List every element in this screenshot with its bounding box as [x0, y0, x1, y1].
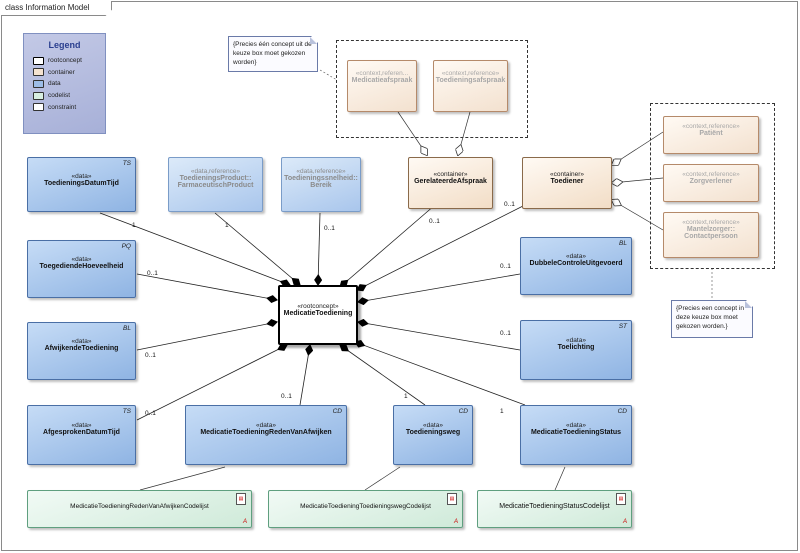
class-medicatieafspraak[interactable]: «context,referen... Medicatieafspraak	[347, 60, 417, 112]
link-toedieningstatus	[354, 339, 526, 406]
link-toedieningsproduct	[214, 212, 301, 286]
class-medicatietoediening-root[interactable]: «rootconcept» MedicatieToediening	[278, 285, 358, 345]
legend: Legend rootconcept container data codeli…	[23, 33, 106, 134]
class-patient[interactable]: «context,reference» Patiënt	[663, 116, 759, 154]
multiplicity-afgesprokendatumtijd: 0..1	[145, 410, 156, 417]
class-zorgverlener[interactable]: «context,reference» Zorgverlener	[663, 164, 759, 202]
multiplicity-redenvanafwijken: 0..1	[281, 393, 292, 400]
codelist-icon: ▤	[447, 493, 457, 505]
multiplicity-toedieningsdatumtijd: 1	[132, 222, 136, 229]
class-toegediendehoeveelheid[interactable]: PQ «data» ToegediendeHoeveelheid	[27, 240, 136, 298]
codelist-status[interactable]: ▤ MedicatieToedieningStatusCodelijst A	[477, 490, 632, 528]
legend-item-rootconcept: rootconcept	[24, 55, 105, 67]
multiplicity-toelichting: 0..1	[500, 330, 511, 337]
multiplicity-toedieningsproduct: 1	[225, 222, 229, 229]
link-toelichting	[357, 318, 521, 351]
link-afwijkendetoediening	[136, 319, 278, 351]
link-toediener	[356, 204, 526, 292]
legend-swatch	[33, 56, 44, 65]
class-toedieningstatus[interactable]: CD «data» MedicatieToedieningStatus	[520, 405, 632, 465]
class-gerelateerdeafspraak[interactable]: «container» GerelateerdeAfspraak	[408, 157, 493, 209]
class-toedieningsproduct[interactable]: «data,reference» ToedieningsProduct:: Fa…	[168, 157, 263, 212]
diagram-title: class Information Model	[1, 1, 112, 16]
link-afgesprokendatumtijd	[136, 343, 288, 421]
link-toegediendehoeveelheid	[136, 273, 278, 304]
link-toedieningsweg	[339, 344, 426, 406]
legend-item-data: data	[24, 78, 105, 90]
class-toedieningsweg[interactable]: CD «data» Toedieningsweg	[393, 405, 473, 465]
codelist-redenvanafwijken[interactable]: ▤ MedicatieToedieningRedenVanAfwijkenCod…	[27, 490, 252, 528]
link-zorgverlener	[612, 177, 664, 183]
legend-swatch	[33, 91, 44, 100]
multiplicity-toedieningstatus: 1	[500, 408, 504, 415]
link-mantelzorger	[612, 200, 664, 231]
codelist-icon: ▤	[616, 493, 626, 505]
link-medicatieafspraak	[397, 111, 427, 155]
link-toedieningsafspraak	[458, 111, 471, 155]
legend-item-constraint: constraint	[24, 101, 105, 113]
multiplicity-toedieningsweg: 1	[404, 393, 408, 400]
constraint-note-afspraak: {Precies één concept uit de keuze box mo…	[228, 36, 318, 72]
codelist-icon: ▤	[236, 493, 246, 505]
constraint-note-toediener: {Precies een concept in deze keuze box m…	[671, 300, 753, 338]
multiplicity-afwijkendetoediening: 0..1	[145, 352, 156, 359]
link-codelist-status	[554, 466, 566, 491]
link-dubbelecontrole	[357, 273, 521, 306]
legend-swatch	[33, 68, 44, 77]
class-toelichting[interactable]: ST «data» Toelichting	[520, 320, 632, 380]
legend-item-codelist: codelist	[24, 90, 105, 102]
link-codelist-weg	[364, 466, 401, 491]
class-toediener[interactable]: «container» Toediener	[522, 157, 612, 209]
class-toedieningssnelheid[interactable]: «data,reference» Toedieningssnelheid:: B…	[281, 157, 361, 212]
note-anchor-afspraak	[319, 69, 338, 81]
multiplicity-toediener: 0..1	[504, 201, 515, 208]
legend-swatch	[33, 79, 44, 88]
choice-box-toediener	[650, 103, 775, 269]
multiplicity-toedieningssnelheid: 0..1	[324, 225, 335, 232]
class-dubbelecontrole[interactable]: BL «data» DubbeleControleUitgevoerd	[520, 237, 632, 295]
class-redenvanafwijken[interactable]: CD «data» MedicatieToedieningRedenVanAfw…	[185, 405, 347, 465]
legend-swatch	[33, 103, 44, 112]
class-mantelzorger[interactable]: «context,reference» Mantelzorger:: Conta…	[663, 212, 759, 258]
legend-title: Legend	[48, 40, 81, 50]
link-codelist-reden	[139, 466, 226, 491]
link-redenvanafwijken	[299, 344, 314, 406]
class-toedieningsafspraak[interactable]: «context,reference» Toedieningsafspraak	[433, 60, 508, 112]
multiplicity-toegediendehoeveelheid: 0..1	[147, 270, 158, 277]
class-afwijkendetoediening[interactable]: BL «data» AfwijkendeToediening	[27, 322, 136, 380]
codelist-toedieningsweg[interactable]: ▤ MedicatieToedieningToedieningswegCodel…	[268, 490, 463, 528]
link-toedieningsdatumtijd	[99, 212, 291, 287]
link-toedieningssnelheid	[314, 212, 323, 286]
link-patient	[612, 131, 664, 165]
multiplicity-gerelateerdeafspraak: 0..1	[429, 218, 440, 225]
class-toedieningsdatumtijd[interactable]: TS «data» ToedieningsDatumTijd	[27, 157, 136, 212]
multiplicity-dubbelecontrole: 0..1	[500, 263, 511, 270]
class-afgesprokendatumtijd[interactable]: TS «data» AfgesprokenDatumTijd	[27, 405, 136, 465]
link-gerelateerdeafspraak	[339, 204, 436, 288]
legend-item-container: container	[24, 67, 105, 79]
choice-box-afspraak	[336, 40, 528, 138]
